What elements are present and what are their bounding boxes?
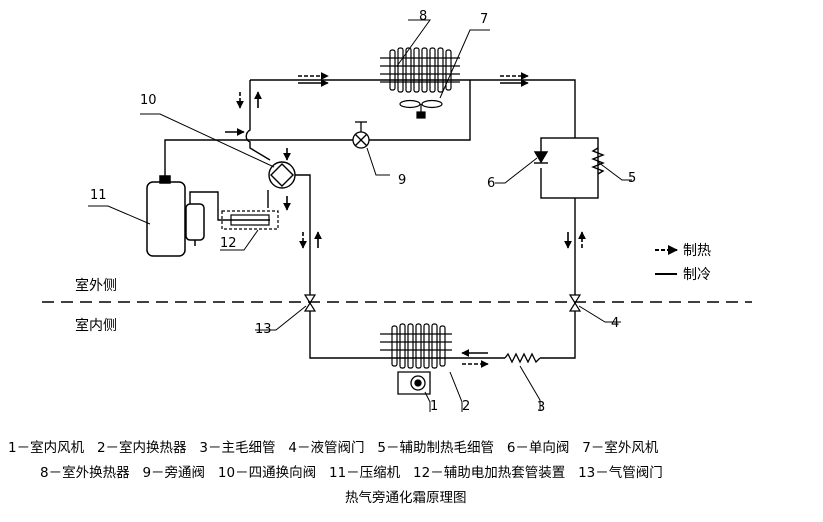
diagram-title: 热气旁通化霜原理图 — [345, 489, 467, 506]
caption-line-2: 8－室外换热器 9－旁通阀 10－四通换向阀 11－压缩机 12－辅助电加热套管… — [40, 464, 663, 481]
liquid-pipe-valve — [568, 294, 582, 312]
label-3: 3 — [537, 400, 545, 415]
label-10: 10 — [140, 93, 157, 108]
indoor-side-label: 室内侧 — [75, 317, 117, 334]
leader-lines — [88, 19, 632, 412]
gas-pipe-valve — [303, 294, 317, 312]
indoor-fan — [397, 371, 431, 395]
pipe-top — [250, 79, 576, 138]
label-11: 11 — [90, 188, 107, 203]
flow-arrows — [225, 72, 586, 368]
label-1: 1 — [430, 399, 438, 414]
compressor — [146, 175, 205, 257]
label-13: 13 — [255, 322, 272, 337]
auxiliary-electric-heater — [221, 210, 279, 230]
label-12: 12 — [220, 236, 237, 251]
label-5: 5 — [628, 171, 636, 186]
label-9: 9 — [398, 173, 406, 188]
check-valve-block — [533, 137, 605, 199]
outdoor-heat-exchanger — [380, 47, 460, 93]
bypass-valve — [352, 121, 370, 149]
label-6: 6 — [487, 176, 495, 191]
pipe-bypass — [164, 80, 471, 178]
legend-cooling-label: 制冷 — [683, 267, 711, 283]
label-8: 8 — [419, 9, 427, 24]
legend-heating-label: 制热 — [683, 243, 711, 259]
label-2: 2 — [462, 399, 470, 414]
main-capillary — [504, 352, 541, 364]
label-7: 7 — [480, 12, 488, 27]
four-way-reversing-valve — [268, 161, 296, 189]
outdoor-side-label: 室外侧 — [75, 277, 117, 294]
label-4: 4 — [611, 316, 619, 331]
pipe-accumulator — [189, 191, 227, 221]
indoor-heat-exchanger — [380, 323, 452, 369]
legend: 制热 制冷 — [655, 243, 711, 283]
outdoor-fan — [399, 99, 443, 119]
caption-line-1: 1－室内风机 2－室内换热器 3－主毛细管 4－液管阀门 5－辅助制热毛细管 6… — [8, 439, 659, 456]
pipe-right-lower — [540, 198, 576, 359]
pipe-left-upper — [245, 80, 271, 161]
